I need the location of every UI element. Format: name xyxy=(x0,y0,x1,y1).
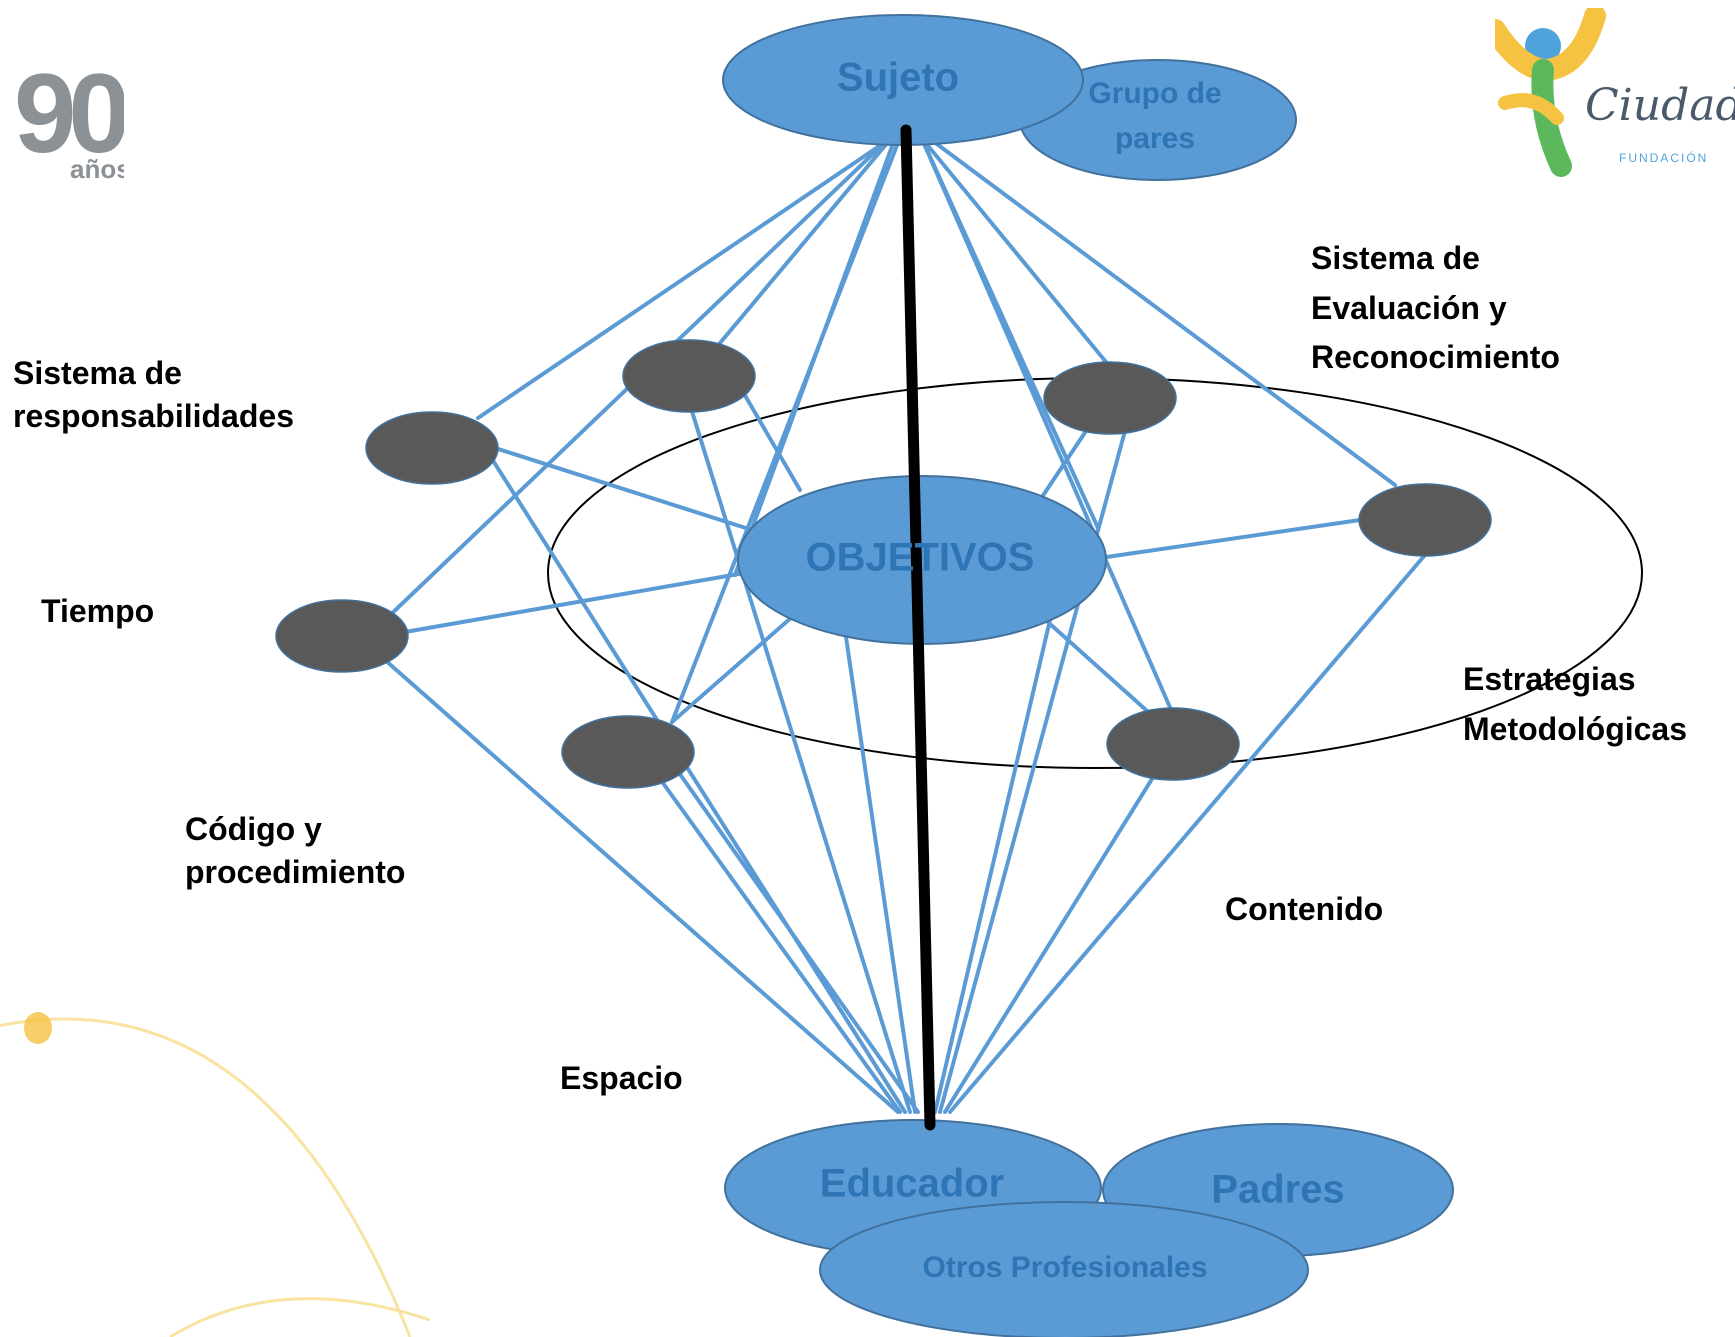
line-top-responsabilidades xyxy=(476,128,905,420)
line-bottom-responsabilidades xyxy=(478,438,907,1114)
background-arc-upper xyxy=(0,1017,412,1337)
label-objetivos: OBJETIVOS xyxy=(805,535,1035,580)
label-responsabilidades: Sistema de responsabilidades xyxy=(13,355,294,435)
line-codigo-center xyxy=(670,608,802,724)
line-bottom-estrategias xyxy=(948,553,1427,1114)
line-evaluacion-center xyxy=(1098,518,1362,560)
label-padres: Padres xyxy=(1211,1167,1345,1212)
label-otros-profesionales: Otros Profesionales xyxy=(922,1251,1208,1284)
background-arcs xyxy=(0,1012,431,1337)
label-estrategias: Estrategias Metodológicas xyxy=(1463,661,1688,747)
node-tiempo[interactable] xyxy=(275,599,409,673)
logo-figure-head xyxy=(1525,28,1561,64)
label-grupo-pares: Grupo de pares xyxy=(1088,77,1222,155)
node-codigo[interactable] xyxy=(561,715,695,789)
line-tiempo-center xyxy=(403,570,752,634)
line-top-objetivos-right xyxy=(916,128,1100,530)
line-bottom-objetivos-r xyxy=(933,618,1052,1114)
node-contenido[interactable] xyxy=(1106,707,1240,781)
label-espacio: Espacio xyxy=(560,1060,683,1096)
background-arc-lower xyxy=(169,1297,431,1337)
line-contenido-center xyxy=(1038,613,1157,720)
logo-figure-body xyxy=(1531,59,1572,177)
label-sujeto: Sujeto xyxy=(836,55,960,100)
logo-ciudad-del-nino: Ciudad del FUNDACIÓN xyxy=(1495,8,1735,188)
line-responsabilidades-center xyxy=(493,446,754,532)
logo-90-text: años xyxy=(70,154,124,182)
node-evaluacion[interactable] xyxy=(1358,483,1492,557)
label-codigo: Código y procedimiento xyxy=(185,811,406,891)
logo-fundacion-text: FUNDACIÓN xyxy=(1619,150,1708,165)
logo-ciudad-graphic: Ciudad del FUNDACIÓN xyxy=(1495,8,1735,177)
axis-line xyxy=(900,124,936,1131)
line-bottom-codigo-b xyxy=(653,770,902,1114)
logo-90-anos: 90 años xyxy=(14,51,134,184)
node-otros-profesionales[interactable] xyxy=(819,1201,1309,1337)
background-dot xyxy=(24,1012,52,1044)
line-bottom-contenido xyxy=(943,748,1172,1114)
node-upper-left[interactable] xyxy=(622,339,756,413)
line-bottom-tiempo xyxy=(383,658,900,1114)
line-bottom-objetivos-l xyxy=(843,628,917,1114)
connection-lines xyxy=(383,128,1427,1114)
line-top-n2 xyxy=(708,128,900,357)
ring-nodes xyxy=(275,339,1492,789)
logo-90-graphic: 90 años xyxy=(14,51,134,184)
label-contenido: Contenido xyxy=(1225,891,1384,927)
logo-90-number: 90 xyxy=(14,52,124,176)
node-responsabilidades[interactable] xyxy=(365,411,499,485)
line-top-objetivos-left xyxy=(733,128,900,577)
logo-figure-accent xyxy=(1498,93,1564,125)
label-educador: Educador xyxy=(819,1161,1005,1206)
blue-nodes xyxy=(722,14,1454,1337)
node-upper-right[interactable] xyxy=(1043,361,1177,435)
label-evaluacion: Sistema de Evaluación y Reconocimiento xyxy=(1311,240,1560,376)
logo-ciudad-text: Ciudad del xyxy=(1585,80,1735,131)
line-top-evaluacion xyxy=(916,128,1397,487)
line-n2-center xyxy=(741,390,802,492)
label-tiempo: Tiempo xyxy=(41,593,155,629)
line-top-n3 xyxy=(913,128,1108,364)
